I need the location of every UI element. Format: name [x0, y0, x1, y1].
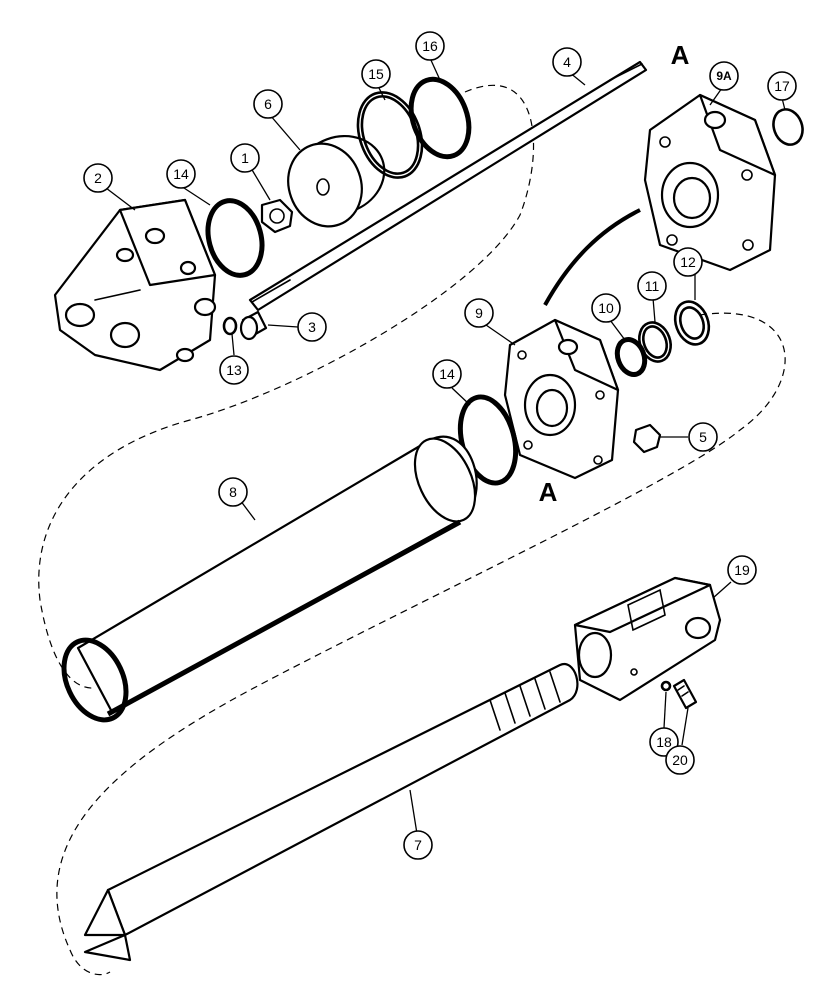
- callout-9: 9: [464, 298, 494, 328]
- callout-10: 10: [591, 293, 621, 323]
- lock-washer-18: [660, 680, 672, 692]
- svg-text:7: 7: [414, 837, 422, 853]
- backup-ring-11-inner: [642, 325, 668, 359]
- svg-text:3: 3: [308, 319, 316, 335]
- tie-rod: [248, 60, 648, 312]
- tie-rod-nut: [632, 423, 662, 454]
- callout-7: 7: [403, 830, 433, 860]
- callout-16: 16: [415, 31, 445, 61]
- piston: [287, 135, 386, 228]
- head-9a: [643, 93, 777, 272]
- svg-text:17: 17: [774, 78, 790, 94]
- callout-14-lower: 14: [432, 359, 462, 389]
- rod-seal-12: [673, 300, 711, 346]
- callout-20: 20: [665, 745, 695, 775]
- svg-text:11: 11: [645, 278, 660, 294]
- svg-text:20: 20: [672, 752, 688, 768]
- svg-text:8: 8: [229, 484, 237, 500]
- set-screw-20: [672, 678, 698, 710]
- port-plug: [239, 310, 268, 341]
- cylinder-barrel: [61, 435, 478, 723]
- piston-seal: [408, 76, 472, 160]
- svg-text:10: 10: [598, 300, 614, 316]
- svg-text:12: 12: [680, 254, 696, 270]
- callout-6: 6: [253, 89, 283, 119]
- callout-3: 3: [297, 312, 327, 342]
- reference-mark-a-top: A: [671, 40, 690, 70]
- rod-seal-12-inner: [679, 306, 705, 340]
- svg-text:9: 9: [475, 305, 483, 321]
- wiper-seal-17: [772, 108, 804, 146]
- assembly-path-lower: [56, 312, 786, 976]
- callout-17: 17: [767, 71, 797, 101]
- callout-18: 18: [649, 727, 679, 757]
- callout-11: 11: [637, 271, 667, 301]
- svg-text:18: 18: [656, 734, 672, 750]
- piston-nut: [260, 198, 294, 234]
- callout-12: 12: [673, 247, 703, 277]
- assembly-path-upper: [38, 84, 535, 689]
- o-ring-upper: [205, 198, 265, 278]
- callout-9a: 9A: [709, 61, 739, 91]
- callout-1: 1: [230, 143, 260, 173]
- callout-2: 2: [83, 163, 113, 193]
- svg-text:5: 5: [699, 429, 707, 445]
- backup-ring-11: [638, 321, 672, 363]
- svg-text:2: 2: [94, 170, 102, 186]
- piston-rod: [83, 662, 579, 962]
- callout-5: 5: [688, 422, 718, 452]
- svg-text:9A: 9A: [716, 69, 732, 83]
- svg-text:1: 1: [241, 150, 249, 166]
- callout-13: 13: [219, 355, 249, 385]
- svg-text:19: 19: [734, 562, 750, 578]
- callout-19: 19: [727, 555, 757, 585]
- svg-text:6: 6: [264, 96, 272, 112]
- svg-text:14: 14: [439, 366, 455, 382]
- svg-text:14: 14: [173, 166, 189, 182]
- clevis-end-cap: [53, 198, 217, 372]
- gland-9: [503, 318, 620, 480]
- callout-8: 8: [218, 477, 248, 507]
- svg-text:15: 15: [368, 66, 384, 82]
- plug-o-ring: [222, 316, 238, 336]
- svg-text:4: 4: [563, 54, 571, 70]
- callout-15: 15: [361, 59, 391, 89]
- reference-mark-a-bottom: A: [539, 477, 558, 507]
- reference-arc: [543, 208, 641, 306]
- backup-ring: [356, 91, 424, 179]
- rod-clevis: [573, 576, 722, 702]
- svg-text:16: 16: [422, 38, 438, 54]
- callout-14-upper: 14: [166, 159, 196, 189]
- svg-text:13: 13: [226, 362, 242, 378]
- callout-4: 4: [552, 47, 582, 77]
